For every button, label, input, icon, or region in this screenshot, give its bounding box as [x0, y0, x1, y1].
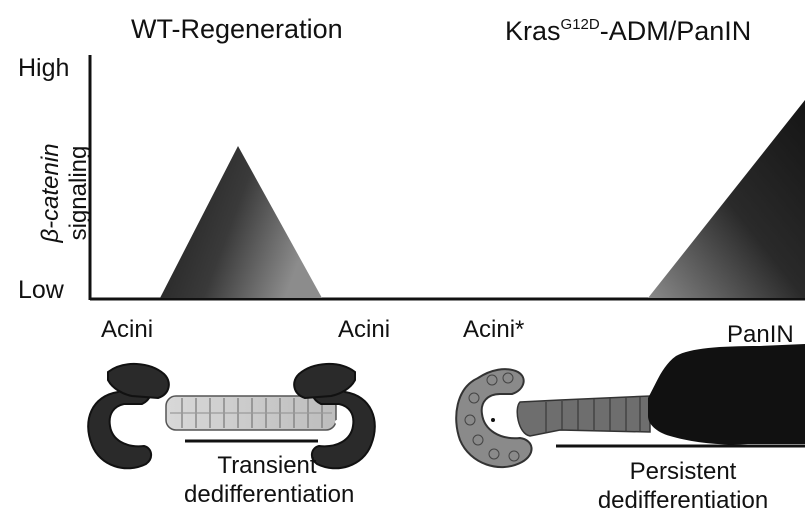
stage-acini-mid: Acini	[338, 318, 390, 342]
transient-note-line2: dedifferentiation	[184, 481, 350, 510]
transient-note: Transient dedifferentiation	[184, 452, 350, 510]
persistent-signaling-ramp	[648, 100, 805, 298]
persistent-duct	[517, 396, 650, 436]
panin-mass	[648, 344, 805, 445]
transient-duct	[166, 396, 336, 430]
transient-note-line1: Transient	[184, 452, 350, 481]
stage-acini-left: Acini	[101, 318, 153, 342]
acinus-left	[88, 364, 169, 468]
transient-signaling-peak	[160, 146, 322, 298]
persistent-note-line1: Persistent	[596, 458, 770, 487]
persistent-note-line2: dedifferentiation	[596, 487, 770, 516]
stage-panin: PanIN	[727, 323, 794, 347]
persistent-note: Persistent dedifferentiation	[596, 458, 770, 516]
stage-acini-star: Acini*	[463, 318, 524, 342]
